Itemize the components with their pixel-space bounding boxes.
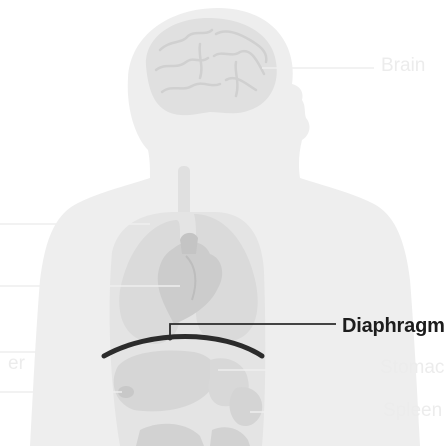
brain-organ <box>146 18 277 115</box>
stomach-label: Stomach <box>380 358 444 377</box>
diaphragm-leader-dot <box>168 336 173 341</box>
spleen-label: Spleen <box>383 401 442 420</box>
diaphragm-label: Diaphragm <box>342 316 444 336</box>
brain-label: Brain <box>381 56 425 75</box>
liver-label-partial: er <box>8 354 25 373</box>
